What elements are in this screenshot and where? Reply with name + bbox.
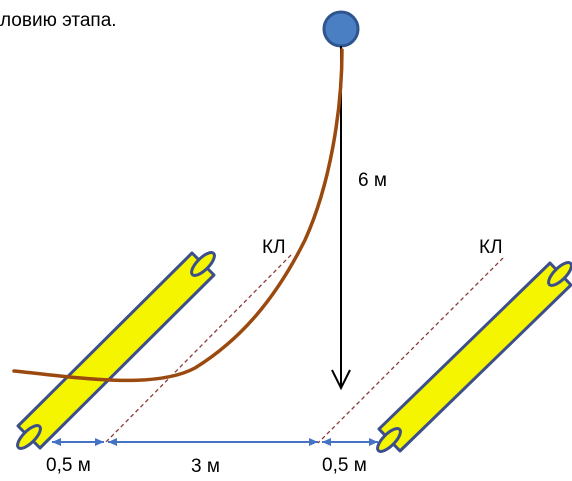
control-line-left: [105, 254, 292, 443]
right-pole: [376, 261, 572, 453]
rope-path: [12, 48, 344, 383]
dimension-middle-label: 3 м: [191, 456, 220, 477]
caption-fragment: ловию этапа.: [0, 10, 117, 31]
height-label: 6 м: [358, 170, 387, 191]
control-line-right-label: КЛ: [479, 237, 503, 258]
control-line-left-label: КЛ: [262, 237, 286, 258]
dimension-left-label: 0,5 м: [46, 455, 91, 476]
left-pole: [16, 251, 216, 450]
dimension-right-label: 0,5 м: [322, 455, 367, 476]
circle-anchor-icon: [322, 10, 360, 48]
arrow-down-icon: [331, 369, 351, 391]
control-line-right: [317, 257, 504, 444]
